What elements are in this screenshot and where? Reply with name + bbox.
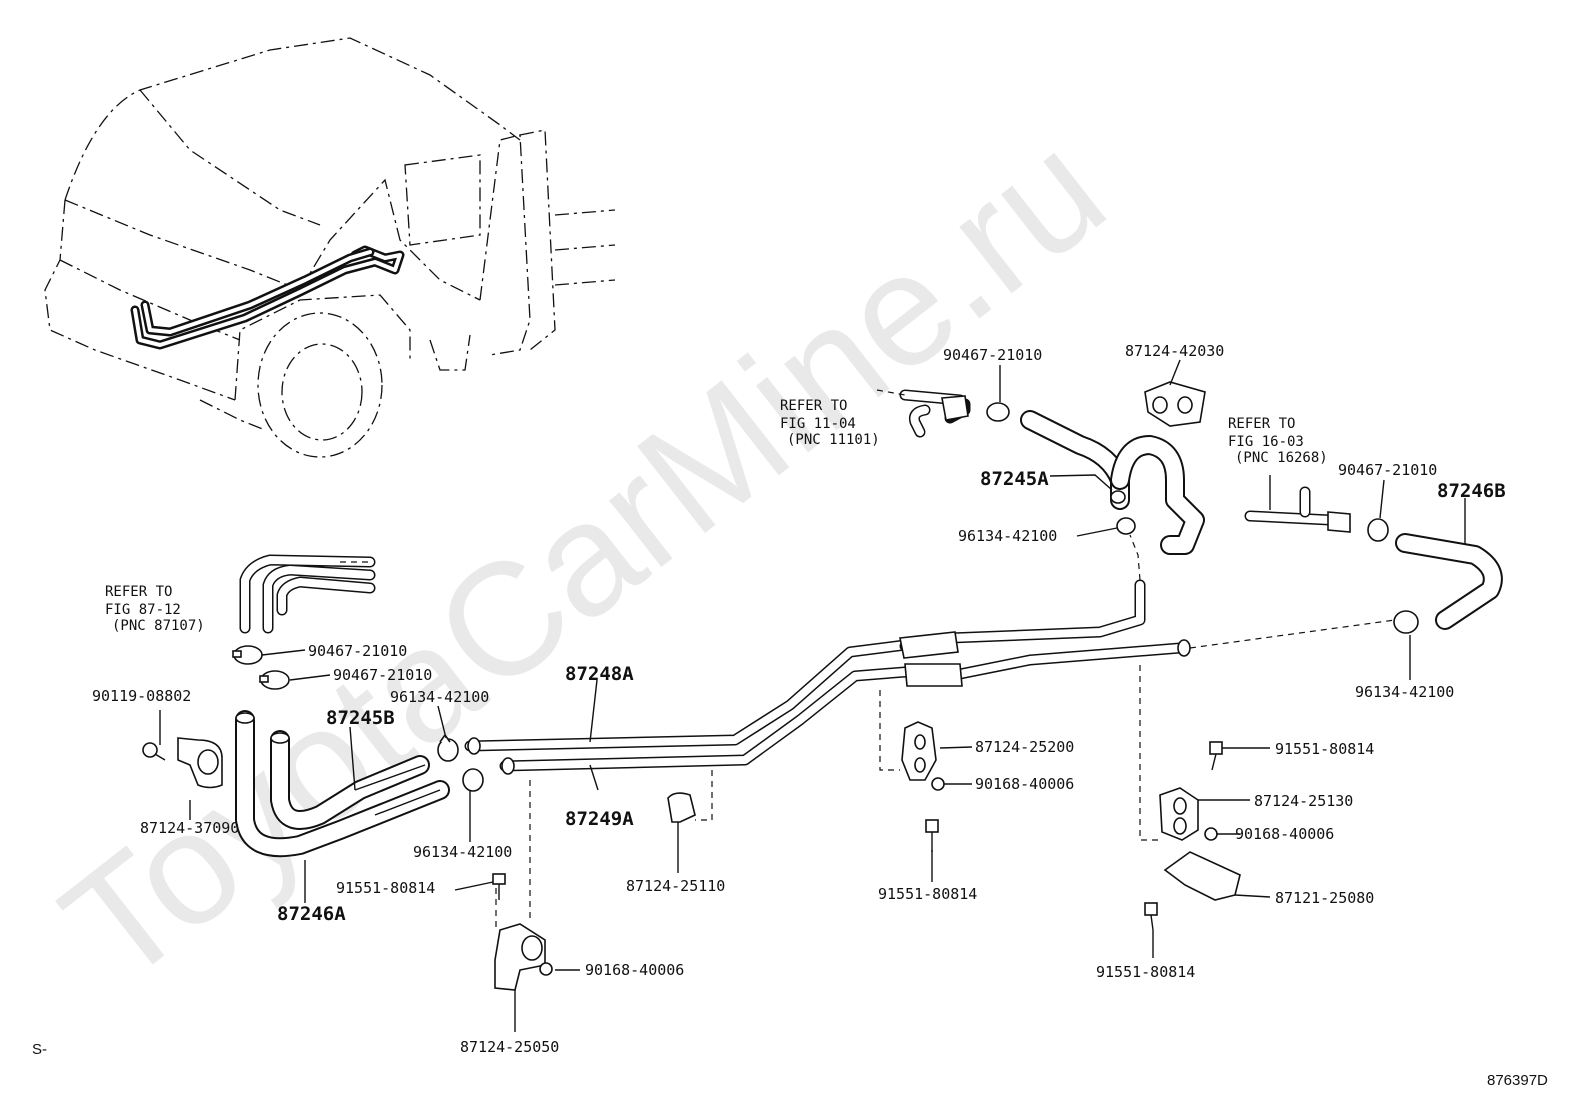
bolt-91551-r1 (1209, 741, 1223, 771)
refer-16-03-line3: (PNC 16268) (1235, 450, 1328, 466)
clamp-96134-mid (437, 733, 459, 762)
label-90168-40006-mid: 90168-40006 (975, 775, 1074, 793)
clamp-90467-top (986, 402, 1010, 422)
pipe-87248A (464, 579, 1146, 755)
hose-87246A (235, 710, 450, 858)
bolt-90168-left (539, 962, 553, 976)
label-87245A: 87245A (980, 468, 1049, 490)
clamp-90467-left-2 (259, 670, 290, 690)
refer-87-12-line2: FIG 87-12 (105, 602, 181, 618)
label-87124-25050: 87124-25050 (460, 1038, 559, 1056)
label-87124-25130: 87124-25130 (1254, 792, 1353, 810)
label-96134-42100-right: 96134-42100 (1355, 683, 1454, 701)
label-91551-80814-left: 91551-80814 (336, 879, 435, 897)
clip-87124-25110 (667, 792, 696, 823)
refer-16-03-pipe (1244, 486, 1351, 533)
clamp-96134-right (1393, 610, 1419, 634)
clamp-96134-top (1116, 517, 1136, 535)
label-90467-21010-right: 90467-21010 (1338, 461, 1437, 479)
label-91551-80814-r1: 91551-80814 (1275, 740, 1374, 758)
label-90119-08802: 90119-08802 (92, 687, 191, 705)
clamp-90467-right (1367, 518, 1389, 542)
refer-16-03-line2: FIG 16-03 (1228, 434, 1304, 450)
label-96134-42100-top: 96134-42100 (958, 527, 1057, 545)
refer-11-04-line1: REFER TO (780, 398, 847, 414)
refer-87-12-line1: REFER TO (105, 584, 172, 600)
label-90168-40006-left: 90168-40006 (585, 961, 684, 979)
refer-11-04-line2: FIG 11-04 (780, 416, 856, 432)
label-87124-25110: 87124-25110 (626, 877, 725, 895)
watermark: ToyotaCarMine.ru (31, 98, 1136, 1016)
label-90168-40006-r: 90168-40006 (1235, 825, 1334, 843)
refer-16-03-line1: REFER TO (1228, 416, 1295, 432)
refer-87-12-pipes (239, 554, 376, 634)
bolt-90119-08802 (142, 742, 166, 761)
bracket-87124-25200 (901, 721, 937, 781)
hose-87245B (270, 730, 430, 830)
refer-11-04-line3: (PNC 11101) (787, 432, 880, 448)
clamp-96134-low (462, 768, 484, 792)
label-96134-42100-mid: 96134-42100 (390, 688, 489, 706)
label-91551-80814-r2: 91551-80814 (1096, 963, 1195, 981)
hose-87246B (1395, 533, 1503, 630)
label-87249A: 87249A (565, 808, 634, 830)
bolt-90168-mid (931, 777, 945, 791)
label-91551-80814-mid: 91551-80814 (878, 885, 977, 903)
label-96134-42100-low: 96134-42100 (413, 843, 512, 861)
label-87246B: 87246B (1437, 480, 1506, 502)
bracket-87124-37090 (177, 737, 223, 789)
label-90467-21010-top: 90467-21010 (943, 346, 1042, 364)
corner-code-left: S- (32, 1041, 47, 1058)
label-87124-42030: 87124-42030 (1125, 342, 1224, 360)
hose-87245A (1020, 410, 1205, 555)
bracket-87124-25050 (494, 923, 546, 991)
label-87121-25080: 87121-25080 (1275, 889, 1374, 907)
label-87248A: 87248A (565, 663, 634, 685)
protector-87124-42030 (1144, 381, 1206, 427)
label-87124-25200: 87124-25200 (975, 738, 1074, 756)
label-87246A: 87246A (277, 903, 346, 925)
label-90467-21010-left-1: 90467-21010 (308, 642, 407, 660)
leader-lines (159, 359, 1466, 1032)
label-90467-21010-left-2: 90467-21010 (333, 666, 432, 684)
refer-11-04-pipe (899, 389, 971, 438)
bracket-87124-25130 (1159, 787, 1199, 841)
corner-code-right: 876397D (1487, 1072, 1548, 1089)
bracket-87121-25080 (1163, 851, 1241, 901)
bolt-91551-mid (925, 819, 939, 852)
bolt-90168-r (1204, 827, 1218, 841)
label-87124-37090: 87124-37090 (140, 819, 239, 837)
bolt-91551-left (492, 873, 506, 900)
clamp-90467-left-1 (232, 645, 263, 665)
pipe-87249A (499, 639, 1191, 775)
truck-illustration (44, 37, 616, 458)
bolt-91551-r2 (1144, 902, 1158, 931)
refer-87-12-line3: (PNC 87107) (112, 618, 205, 634)
label-87245B: 87245B (326, 707, 395, 729)
